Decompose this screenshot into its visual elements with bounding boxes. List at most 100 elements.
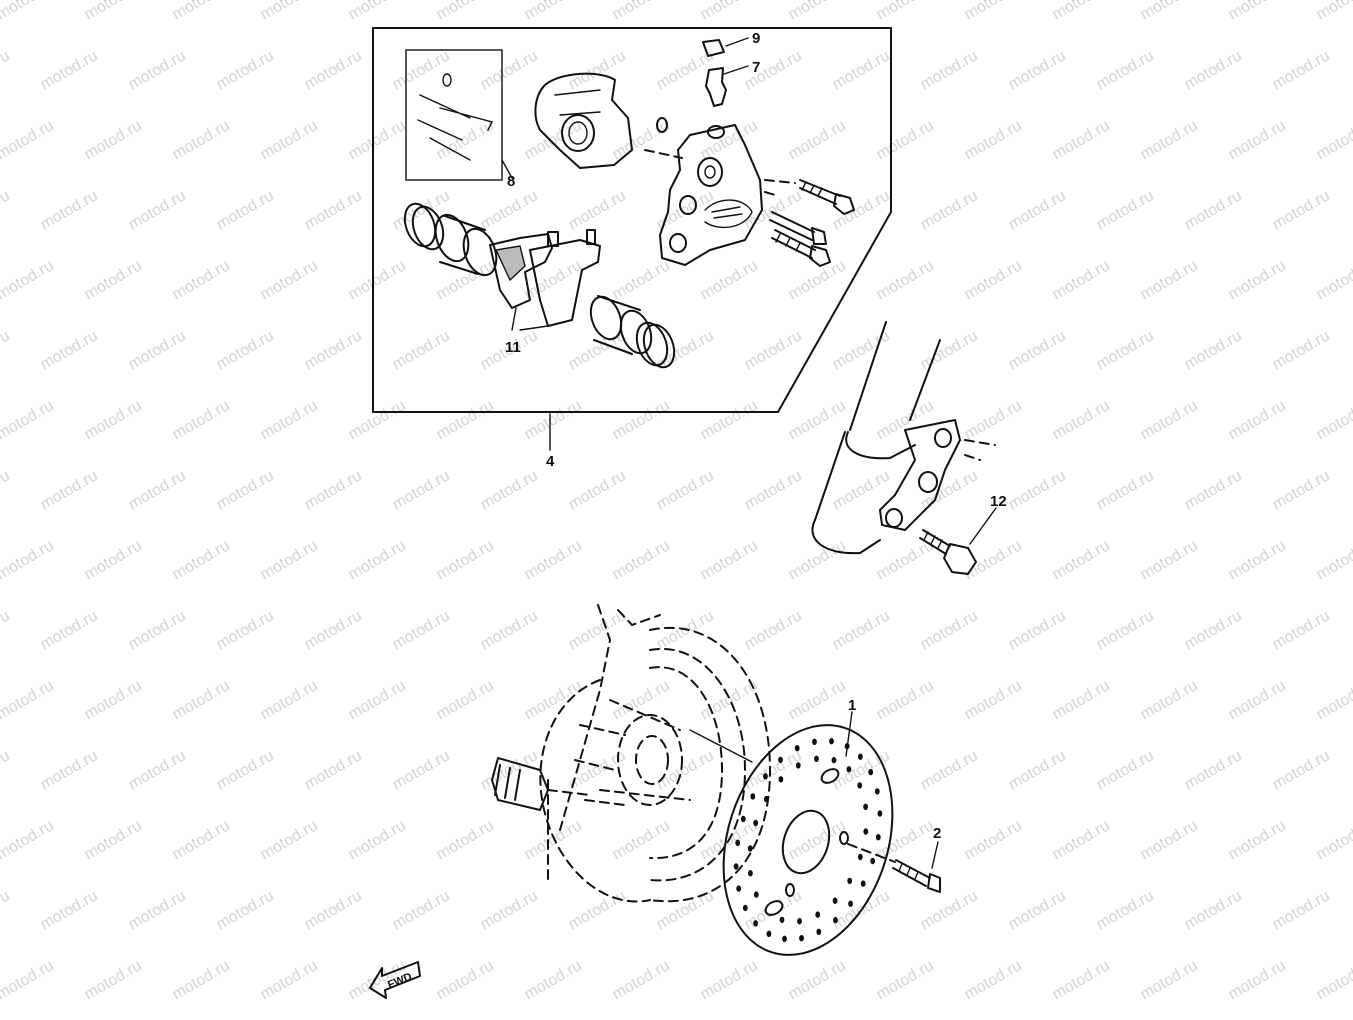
watermark-text: motod.ru	[786, 117, 849, 163]
watermark-text: motod.ru	[1314, 257, 1353, 303]
watermark-text: motod.ru	[874, 957, 937, 1003]
disc-hole	[858, 754, 863, 760]
watermark-text: motod.ru	[1094, 47, 1157, 93]
watermark-text: motod.ru	[698, 957, 761, 1003]
disc-hole	[863, 804, 868, 810]
watermark-text: motod.ru	[918, 747, 981, 793]
disc-hole	[741, 816, 746, 822]
watermark-text: motod.ru	[0, 677, 57, 723]
watermark-text: motod.ru	[170, 677, 233, 723]
watermark-text: motod.ru	[38, 187, 101, 233]
watermark-text: motod.ru	[522, 397, 585, 443]
watermark-text: motod.ru	[126, 327, 189, 373]
watermark-text: motod.ru	[170, 397, 233, 443]
watermark-text: motod.ru	[170, 257, 233, 303]
watermark-text: motod.ru	[566, 47, 629, 93]
disc-hole	[795, 745, 800, 751]
watermark-text: motod.ru	[214, 47, 277, 93]
watermark-text: motod.ru	[1006, 47, 1069, 93]
watermark-text: motod.ru	[390, 607, 453, 653]
watermark-text: motod.ru	[302, 747, 365, 793]
watermark-text: motod.ru	[1006, 187, 1069, 233]
watermark-text: motod.ru	[126, 887, 189, 933]
watermark-text: motod.ru	[698, 117, 761, 163]
watermark-text: motod.ru	[1270, 607, 1333, 653]
watermark-text: motod.ru	[1314, 537, 1353, 583]
watermark-text: motod.ru	[1314, 397, 1353, 443]
watermark-text: motod.ru	[38, 47, 101, 93]
disc-hole	[816, 929, 821, 935]
watermark-text: motod.ru	[390, 747, 453, 793]
disc-hole	[764, 796, 769, 802]
watermark-text: motod.ru	[698, 397, 761, 443]
watermark-text: motod.ru	[434, 0, 497, 23]
watermark-text: motod.ru	[742, 327, 805, 373]
disc-hole	[754, 891, 759, 897]
watermark-text: motod.ru	[786, 0, 849, 23]
disc-hole	[748, 870, 753, 876]
watermark-text: motod.ru	[566, 187, 629, 233]
watermark-text: motod.ru	[830, 607, 893, 653]
watermark-text: motod.ru	[434, 957, 497, 1003]
watermark-text: motod.ru	[0, 817, 57, 863]
watermark-text: motod.ru	[1226, 957, 1289, 1003]
watermark-text: motod.ru	[874, 397, 937, 443]
watermark-text: motod.ru	[874, 0, 937, 23]
watermark-text: motod.ru	[170, 0, 233, 23]
disc-hole	[779, 776, 784, 782]
watermark-text: motod.ru	[1050, 397, 1113, 443]
watermark-text: motod.ru	[1270, 887, 1333, 933]
disc-hole	[857, 782, 862, 788]
watermark-text: motod.ru	[1270, 187, 1333, 233]
watermark-text: motod.ru	[1270, 747, 1333, 793]
watermark-text: motod.ru	[742, 747, 805, 793]
watermark-text: motod.ru	[434, 677, 497, 723]
watermark-text: motod.ru	[1050, 957, 1113, 1003]
watermark-text: motod.ru	[874, 257, 937, 303]
watermark-text: motod.ru	[258, 677, 321, 723]
watermark-text: motod.ru	[126, 607, 189, 653]
watermark-text: motod.ru	[1226, 0, 1289, 23]
watermark-text: motod.ru	[38, 887, 101, 933]
watermark-text: motod.ru	[126, 747, 189, 793]
watermark-text: motod.ru	[962, 0, 1025, 23]
disc-hole	[736, 885, 741, 891]
watermark-text: motod.ru	[1050, 817, 1113, 863]
watermark-text: motod.ru	[1138, 397, 1201, 443]
watermark-text: motod.ru	[1094, 747, 1157, 793]
watermark-text: motod.ru	[610, 537, 673, 583]
watermark-text: motod.ru	[0, 957, 57, 1003]
disc-hole	[778, 757, 783, 763]
disc-hole	[868, 769, 873, 775]
watermark-text: motod.ru	[522, 0, 585, 23]
watermark-text: motod.ru	[126, 47, 189, 93]
watermark-text: motod.ru	[962, 677, 1025, 723]
watermark-text: motod.ru	[214, 887, 277, 933]
watermark-text: motod.ru	[390, 887, 453, 933]
watermark-text: motod.ru	[522, 817, 585, 863]
watermark-text: motod.ru	[302, 187, 365, 233]
watermark-text: motod.ru	[126, 467, 189, 513]
disc-hole	[748, 845, 753, 851]
disc-hole	[735, 840, 740, 846]
watermark-text: motod.ru	[1314, 817, 1353, 863]
disc-hole	[875, 788, 880, 794]
watermark-text: motod.ru	[302, 607, 365, 653]
disc-hole	[829, 738, 834, 744]
watermark-text: motod.ru	[0, 607, 13, 653]
watermark-text: motod.ru	[214, 747, 277, 793]
watermark-text: motod.ru	[786, 537, 849, 583]
disc-hole	[734, 863, 739, 869]
watermark-text: motod.ru	[1182, 467, 1245, 513]
label-part-12: 12	[990, 493, 1007, 510]
watermark-text: motod.ru	[258, 0, 321, 23]
watermark-text: motod.ru	[38, 327, 101, 373]
watermark-text: motod.ru	[654, 467, 717, 513]
bleed-screw-cap: 9	[703, 30, 760, 56]
disc-hole	[878, 810, 883, 816]
watermark-text: motod.ru	[962, 257, 1025, 303]
watermark-text: motod.ru	[742, 607, 805, 653]
watermark-text: motod.ru	[1006, 887, 1069, 933]
